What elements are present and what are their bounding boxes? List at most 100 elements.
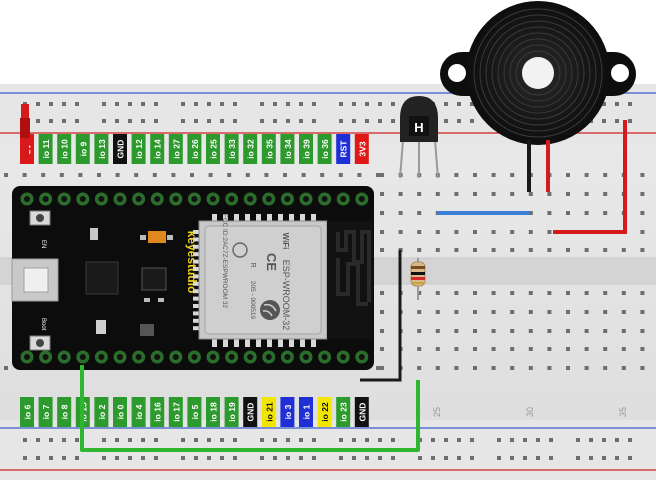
module-pin bbox=[193, 244, 200, 249]
breadboard-hole bbox=[220, 119, 224, 123]
breadboard-hole bbox=[615, 438, 619, 442]
breadboard-hole bbox=[549, 438, 553, 442]
breadboard-hole bbox=[380, 211, 384, 215]
breadboard-hole bbox=[566, 291, 570, 295]
module-pin bbox=[256, 339, 261, 347]
breadboard-hole bbox=[621, 329, 626, 333]
pin-label: io 36 bbox=[320, 139, 330, 159]
breadboard-hole bbox=[339, 456, 343, 460]
breadboard-hole bbox=[97, 173, 101, 177]
breadboard-hole bbox=[352, 102, 356, 106]
breadboard-hole bbox=[528, 211, 533, 215]
fcc-logo-icon bbox=[232, 242, 248, 258]
breadboard-hole bbox=[378, 102, 382, 106]
breadboard-hole bbox=[470, 456, 474, 460]
breadboard-hole bbox=[128, 456, 132, 460]
buzzer-ring bbox=[479, 14, 597, 132]
module-label: ESP-WROOM-32 bbox=[281, 260, 291, 331]
breadboard-hole bbox=[75, 438, 79, 442]
usb-port-inner bbox=[23, 267, 49, 293]
pin-label: io 8 bbox=[60, 404, 70, 419]
breadboard-hole bbox=[603, 291, 608, 295]
breadboard-hole bbox=[602, 102, 606, 106]
breadboard-hole bbox=[621, 347, 626, 351]
breadboard-hole bbox=[640, 173, 645, 177]
breadboard-hole bbox=[473, 347, 477, 351]
breadboard-hole bbox=[603, 173, 608, 177]
breadboard-hole bbox=[4, 366, 8, 370]
module-pin bbox=[300, 214, 305, 222]
buzzer-hole bbox=[522, 57, 554, 89]
breadboard-hole bbox=[49, 456, 53, 460]
breadboard-hole bbox=[510, 173, 515, 177]
pin-label-tag bbox=[150, 134, 165, 164]
module-pin bbox=[212, 339, 217, 347]
breadboard-hole bbox=[584, 211, 589, 215]
breadboard-hole bbox=[523, 438, 527, 442]
breadboard-hole bbox=[491, 291, 496, 295]
breadboard-hole bbox=[264, 173, 269, 177]
breadboard-hole bbox=[444, 119, 448, 123]
breadboard-hole bbox=[584, 366, 589, 370]
breadboard-hole bbox=[547, 347, 552, 351]
breadboard-hole bbox=[380, 248, 384, 252]
pin-label: io 21 bbox=[264, 402, 274, 422]
breadboard-hole bbox=[491, 192, 496, 196]
breadboard-hole bbox=[4, 173, 8, 177]
pin-label: io 12 bbox=[134, 139, 144, 159]
breadboard-hole bbox=[49, 102, 53, 106]
breadboard-hole bbox=[312, 438, 316, 442]
breadboard-hole bbox=[194, 438, 198, 442]
pin-label-tag bbox=[206, 397, 220, 427]
module-ce-mark: CE bbox=[264, 253, 279, 271]
module-pin bbox=[223, 339, 228, 347]
breadboard-hole bbox=[547, 248, 552, 252]
module-pin bbox=[234, 214, 239, 222]
breadboard-hole bbox=[628, 456, 632, 460]
breadboard-hole bbox=[75, 456, 79, 460]
breadboard-hole bbox=[62, 102, 66, 106]
breadboard-hole bbox=[603, 211, 608, 215]
breadboard-hole bbox=[473, 173, 477, 177]
breadboard-hole bbox=[510, 230, 515, 234]
breadboard-hole bbox=[380, 230, 384, 234]
module-pin bbox=[193, 326, 200, 331]
breadboard-hole bbox=[491, 310, 496, 314]
breadboard-hole bbox=[417, 211, 422, 215]
breadboard-hole bbox=[273, 119, 277, 123]
breadboard-hole bbox=[36, 102, 40, 106]
breadboard-hole bbox=[391, 438, 395, 442]
breadboard-hole bbox=[312, 102, 316, 106]
module-pin bbox=[193, 296, 200, 301]
breadboard-hole bbox=[312, 456, 316, 460]
breadboard-hole bbox=[233, 102, 237, 106]
breadboard-hole bbox=[417, 310, 422, 314]
breadboard-hole bbox=[320, 173, 325, 177]
breadboard-hole bbox=[603, 366, 608, 370]
pin-label-tag bbox=[354, 397, 369, 427]
breadboard-hole bbox=[220, 102, 224, 106]
breadboard-hole bbox=[528, 310, 533, 314]
pin-label: RST bbox=[339, 140, 349, 158]
breadboard-hole bbox=[457, 102, 461, 106]
breadboard-hole bbox=[141, 102, 145, 106]
breadboard-hole bbox=[154, 456, 158, 460]
breadboard-hole bbox=[418, 456, 422, 460]
breadboard-hole bbox=[454, 291, 459, 295]
breadboard-hole bbox=[628, 119, 632, 123]
breadboard-hole bbox=[640, 347, 645, 351]
breadboard-hole bbox=[470, 102, 474, 106]
breadboard-hole bbox=[260, 438, 264, 442]
breadboard-hole bbox=[566, 366, 570, 370]
buzzer-ring bbox=[491, 26, 585, 120]
breadboard-hole bbox=[473, 310, 477, 314]
breadboard-hole bbox=[283, 173, 287, 177]
capacitor-orange bbox=[148, 231, 166, 243]
breadboard-hole bbox=[352, 119, 356, 123]
breadboard-hole bbox=[528, 347, 533, 351]
breadboard-hole bbox=[102, 102, 106, 106]
pin-label-tag bbox=[38, 397, 53, 427]
breadboard-hole bbox=[391, 119, 395, 123]
